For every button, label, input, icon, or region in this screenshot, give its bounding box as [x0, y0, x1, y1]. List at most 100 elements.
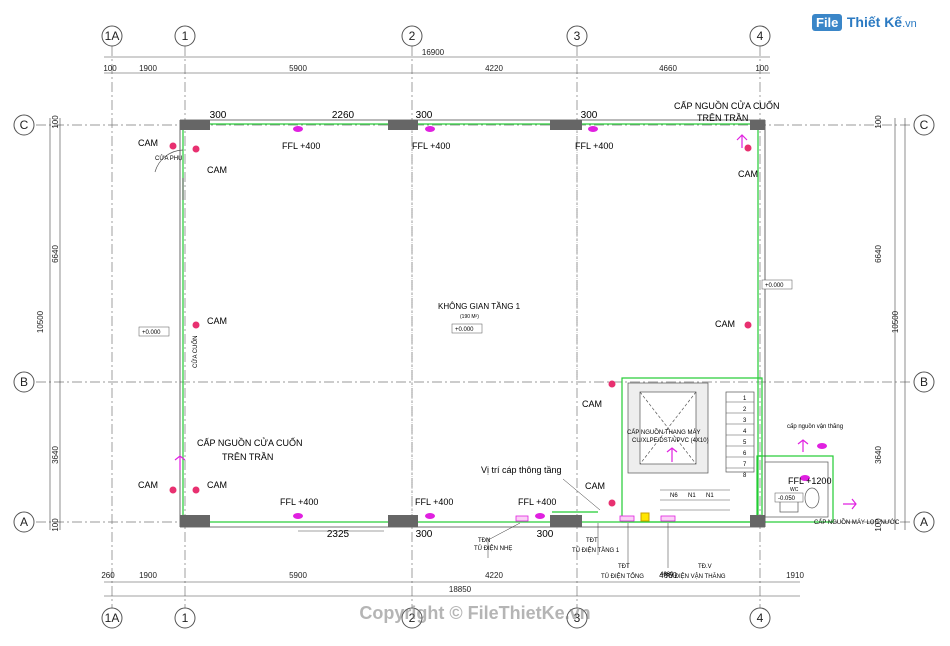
cable-arrows	[174, 134, 857, 510]
logo-name: Thiết Kế	[846, 14, 903, 30]
grid-bubbles	[13, 25, 935, 629]
grid-col-4-bottom: 4	[757, 611, 764, 625]
tdn-code: TĐN	[478, 538, 490, 544]
grid-col-3-bottom: 3	[574, 611, 581, 625]
ffl-label: FFL +400	[415, 497, 453, 507]
grid-col-3-top: 3	[574, 29, 581, 43]
cam-label: CAM	[207, 316, 227, 326]
dim-right-total: 10500	[891, 310, 900, 333]
brand-logo: File Thiết Kế.vn	[812, 14, 917, 32]
dim-top-seg: 100	[755, 64, 769, 73]
grid-col-1-top: 1	[182, 29, 189, 43]
dim-bottom-seg: 260	[101, 571, 115, 580]
dim-bottom-seg: 1900	[139, 571, 157, 580]
tdt-total-name: TỦ ĐIỆN TỔNG	[601, 572, 644, 580]
ffl-label: FFL +400	[518, 497, 556, 507]
grid-row-c-left: C	[20, 118, 29, 132]
stair-numbers: 1 2 3 4 5 6 7 8	[743, 396, 747, 479]
cap-nguon-cuon-left-2: TRÊN TRẦN	[222, 452, 273, 462]
panel-markers	[640, 512, 650, 522]
stair-no: 1	[743, 396, 747, 402]
ffl-label: FFL +400	[282, 141, 320, 151]
grid-col-4-top: 4	[757, 29, 764, 43]
dimension-lines	[49, 56, 906, 597]
cam-label: CAM	[738, 169, 758, 179]
wc-name: WC	[790, 487, 799, 493]
dim-4660-label: 4660	[660, 572, 674, 578]
dim-left-seg: 3640	[51, 446, 60, 464]
stair-no: 5	[743, 440, 747, 446]
grid-col-1-bottom: 1	[182, 611, 189, 625]
tdv-code: TĐ.V	[698, 564, 712, 570]
loc-nuoc: CẤP NGUỒN MÁY LỌC NƯỚC	[814, 519, 900, 526]
grid-labels: 1A 1 2 3 4 1A 1 2 3 4 C B A C B A	[20, 29, 929, 625]
stair-no: 3	[743, 418, 747, 424]
level-right: +0.000	[765, 283, 784, 289]
ffl-label: FFL +1200	[788, 476, 831, 486]
dim-bottom-seg: 1910	[786, 571, 804, 580]
cam-label: CAM	[138, 138, 158, 148]
wall-dim: 300	[210, 110, 227, 121]
wall-dim: 300	[537, 529, 554, 540]
thang-may-2: CU/XLPE/DSTA/PVC (4X10)	[632, 438, 709, 444]
thang-may-1: CẤP NGUỒN THANG MÁY	[627, 429, 700, 436]
logo-file-badge: File	[812, 14, 843, 31]
tdn-name: TỦ ĐIỆN NHẸ	[474, 544, 512, 552]
code-n6: N6	[670, 493, 678, 499]
grid-row-a-left: A	[20, 515, 28, 529]
dim-bottom-seg: 4660	[659, 571, 677, 580]
fixtures	[293, 126, 827, 519]
cam-label: CAM	[207, 480, 227, 490]
dim-right-seg: 100	[874, 518, 883, 532]
wall-dim: 2260	[332, 110, 355, 121]
ffl-label: FFL +400	[280, 497, 318, 507]
dim-top-seg: 100	[103, 64, 117, 73]
dim-top-seg: 4660	[659, 64, 677, 73]
grid-col-2-bottom: 2	[409, 611, 416, 625]
dim-right-seg: 3640	[874, 446, 883, 464]
cap-nguon-cuon-top-1: CẤP NGUỒN CỬA CUỐN	[674, 100, 780, 111]
cam-label: CAM	[207, 165, 227, 175]
copyright-watermark: Copyright © FileThietKe.vn	[359, 603, 591, 623]
green-walls	[182, 123, 834, 523]
tdt-total-code: TĐT	[618, 564, 630, 570]
level-tags	[138, 279, 804, 503]
grid-row-b-left: B	[20, 375, 28, 389]
level-center: +0.000	[455, 327, 474, 333]
dim-left-seg: 6640	[51, 245, 60, 263]
tdt-code: TĐT	[586, 538, 598, 544]
wall-dim: 300	[581, 110, 598, 121]
wall-dim: 300	[416, 110, 433, 121]
stair-no: 2	[743, 407, 747, 413]
panel-labels: TĐN TỦ ĐIỆN NHẸ TĐT TỦ ĐIỆN TẦNG 1 TĐT T…	[474, 538, 726, 580]
van-thang: cấp nguồn vận thăng	[787, 424, 843, 430]
stair-no: 7	[743, 462, 747, 468]
dim-top-total: 16900	[422, 48, 445, 57]
wall-dims: 300 2260 300 300 2325 300 300	[210, 110, 598, 540]
dimension-texts: 16900 100 1900 5900 4220 4660 100 260 19…	[36, 48, 900, 594]
ffl-label: FFL +400	[575, 141, 613, 151]
dim-left-seg: 100	[51, 115, 60, 129]
tdt-name: TỦ ĐIỆN TẦNG 1	[572, 546, 620, 554]
grid-row-c-right: C	[920, 118, 929, 132]
cua-phu: CỬA PHỤ	[155, 155, 182, 162]
columns	[180, 120, 765, 527]
dim-left-total: 10500	[36, 310, 45, 333]
dim-bottom-total: 18850	[449, 585, 472, 594]
cap-nguon-cuon-left-1: CẤP NGUỒN CỬA CUỐN	[197, 437, 303, 448]
grid-col-1a-bottom: 1A	[105, 611, 120, 625]
cua-cuon: CỬA CUỐN	[192, 336, 199, 368]
camera-markers	[169, 142, 752, 507]
dim-bottom-seg: 5900	[289, 571, 307, 580]
camera-labels: CAM CAM CAM CAM CAM CAM CAM CAM CAM	[138, 138, 758, 491]
cap-nguon-cuon-top-2: TRÊN TRẦN	[697, 113, 748, 123]
tdv-name: TỦ ĐIỆN VẬN THĂNG	[665, 572, 726, 580]
door-swing	[154, 149, 184, 173]
vi-tri-cap: Vị trí cáp thông tầng	[481, 465, 562, 475]
dim-top-seg: 1900	[139, 64, 157, 73]
wc-level: -0.050	[778, 496, 796, 502]
dim-right-seg: 100	[874, 115, 883, 129]
grid-row-b-right: B	[920, 375, 928, 389]
annotation-labels: CẤP NGUỒN CỬA CUỐN TRÊN TRẦN CẤP NGUỒN C…	[197, 100, 780, 475]
